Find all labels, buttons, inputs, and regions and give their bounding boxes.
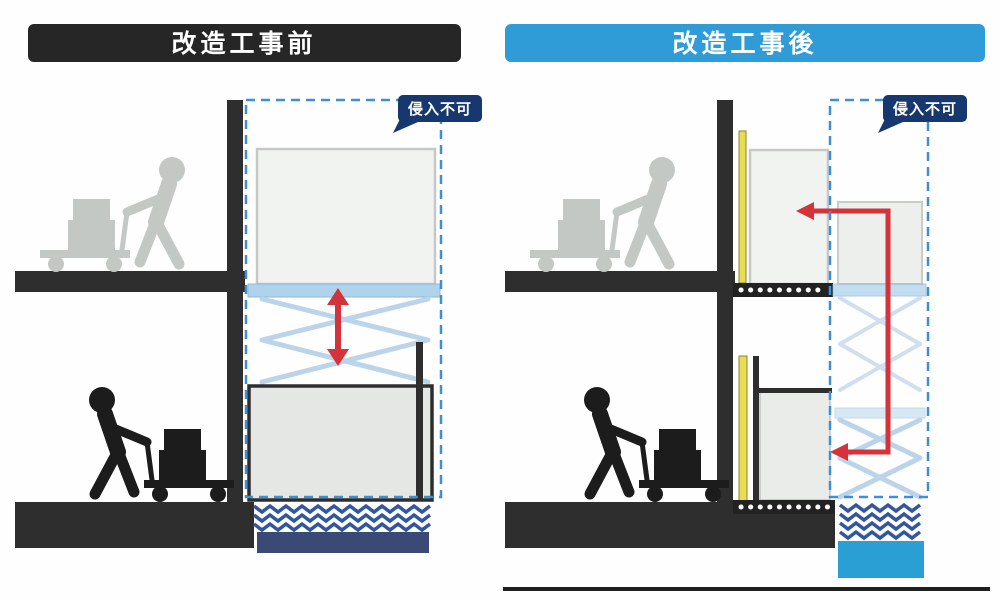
drive-unit — [838, 541, 924, 578]
light-curtain-upper — [738, 130, 747, 284]
lower-cage-ghost — [759, 391, 831, 501]
before-panel-title: 改造工事前 — [171, 29, 316, 58]
scissor-mechanism — [259, 296, 431, 385]
ground-slab — [15, 502, 254, 548]
after-panel-title: 改造工事後 — [672, 29, 817, 58]
no-entry-zone-before — [244, 98, 443, 499]
after-panel: 改造工事後 — [503, 24, 990, 591]
callout-bubble — [398, 95, 482, 122]
travel-arrow-down-head — [327, 349, 349, 366]
no-entry-callout-after: 侵入不可 — [878, 95, 967, 133]
guard-rail — [753, 388, 832, 393]
after-header-bar — [505, 24, 985, 62]
lower-worker-silhouette-after — [584, 387, 729, 502]
ghost-scissor-upper — [838, 296, 922, 392]
upper-cage-ghost-after — [748, 148, 830, 286]
lower-worker-silhouette — [89, 387, 234, 502]
mid-floor-slab-after — [505, 271, 735, 292]
ghost-deck-upper — [832, 283, 927, 297]
ghost-platform-upper — [837, 201, 923, 285]
light-curtain-lower — [738, 355, 748, 503]
upper-cage-ghost — [255, 147, 437, 286]
travel-path-arrow-head-lower — [830, 443, 848, 461]
scan-artifact-line — [503, 587, 990, 591]
no-entry-zone-after — [828, 98, 930, 499]
support-column-after — [717, 100, 733, 505]
safety-edge-strip-ground — [733, 500, 835, 514]
upper-worker-silhouette — [40, 157, 185, 272]
before-header-bar — [28, 24, 461, 62]
travel-path-arrow — [796, 202, 891, 461]
safety-edge-strip-mid — [733, 283, 833, 297]
mid-floor-slab — [15, 271, 245, 292]
gate-post-lower — [753, 356, 759, 502]
base-plate-before — [257, 532, 429, 553]
platform-deck-upper — [247, 283, 441, 298]
ghost-scissor-lower — [837, 417, 923, 500]
travel-path-arrow-head-upper — [796, 202, 814, 220]
travel-arrow-up-head — [327, 288, 349, 305]
upper-worker-silhouette-after — [530, 157, 675, 272]
travel-arrow — [327, 288, 349, 366]
callout-label-after: 侵入不可 — [892, 100, 957, 118]
before-panel: 改造工事前 — [15, 24, 482, 553]
callout-label-before: 侵入不可 — [407, 100, 472, 118]
ghost-deck-lower — [834, 407, 926, 419]
support-column — [227, 100, 243, 505]
lift-platform — [247, 384, 434, 502]
platform-gate-post — [416, 342, 423, 500]
no-entry-callout-before: 侵入不可 — [393, 95, 482, 133]
bellows-after — [838, 503, 922, 540]
bellows-before — [252, 504, 432, 532]
callout-bubble-after — [883, 95, 967, 122]
